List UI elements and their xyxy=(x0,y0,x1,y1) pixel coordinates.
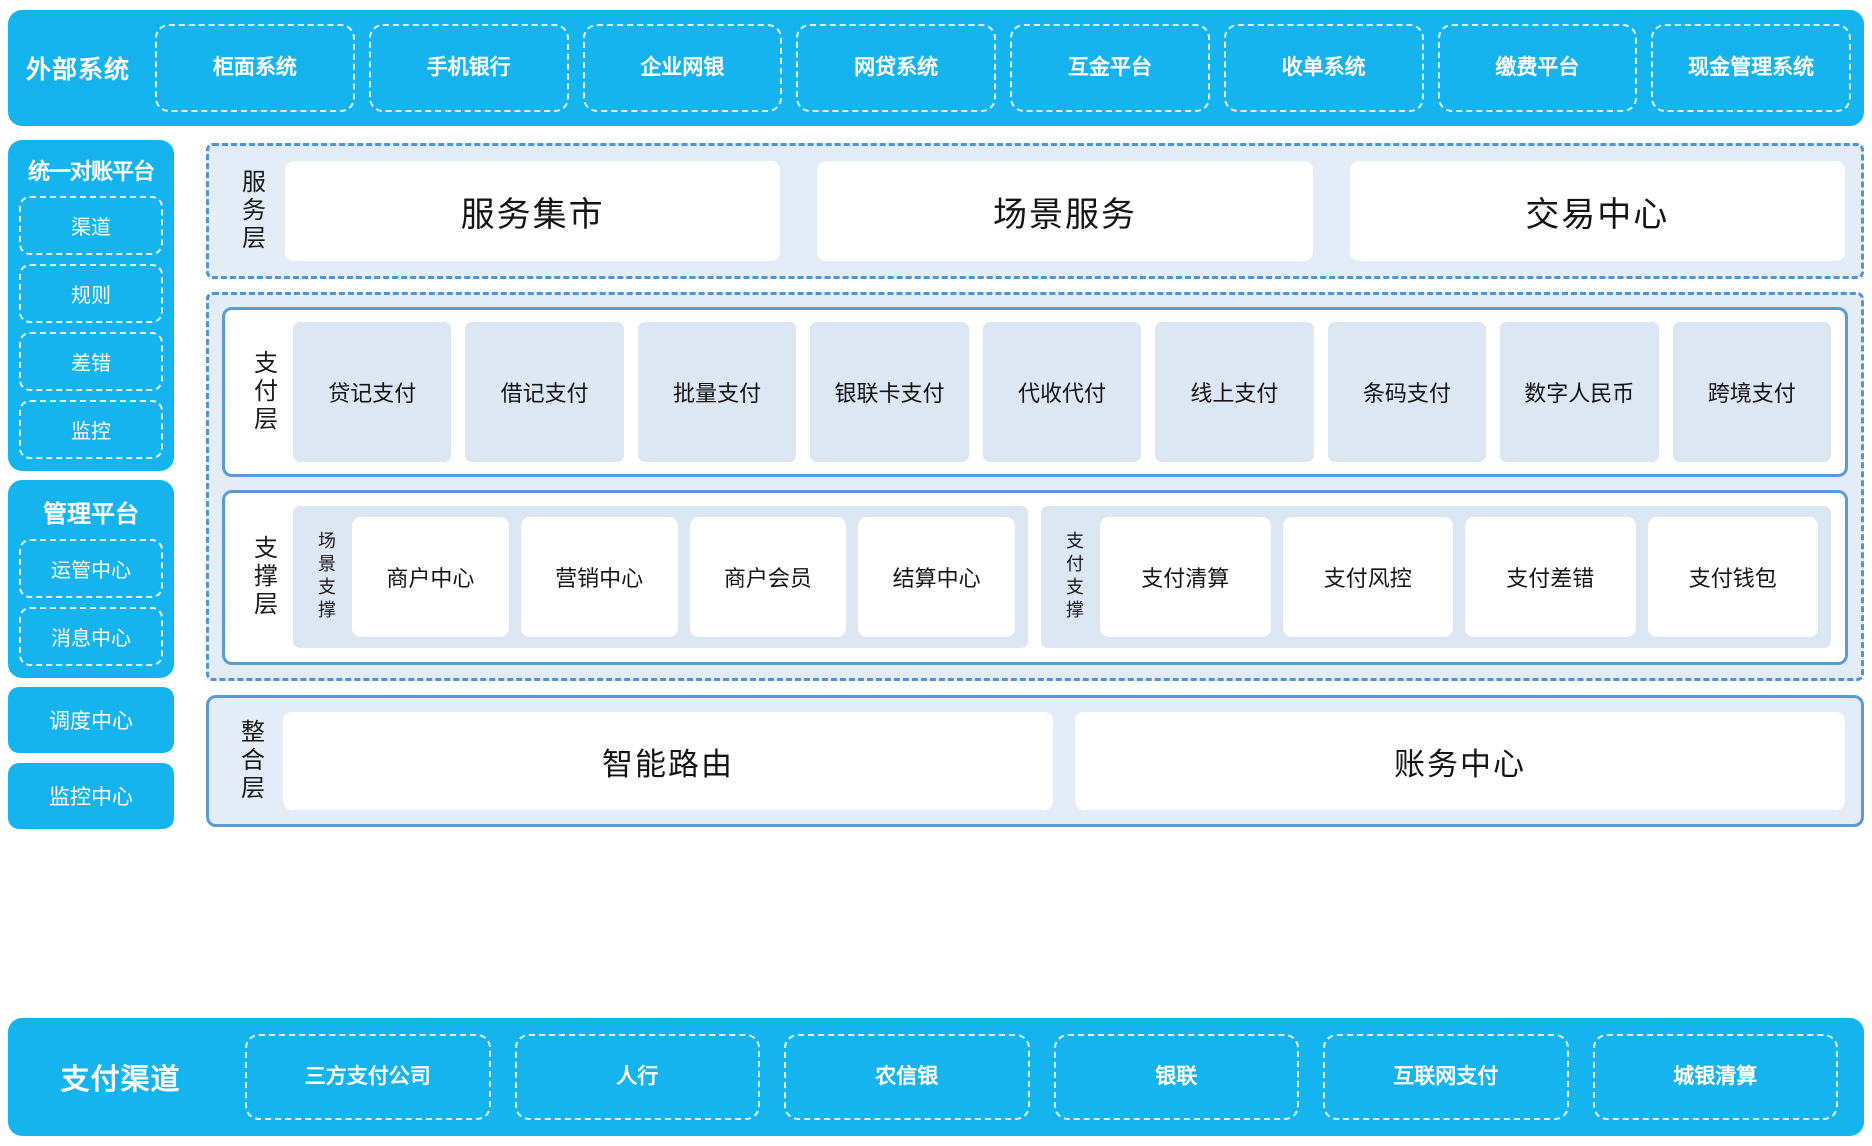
reconciliation-platform-group: 统一对账平台 渠道 规则 差错 监控 xyxy=(8,140,174,471)
support-layer-label: 支撑层 xyxy=(249,535,277,619)
integration-layer: 整合层 智能路由 账务中心 xyxy=(206,695,1864,827)
service-layer-items: 服务集市 场景服务 交易中心 xyxy=(277,161,1845,261)
external-system-chip[interactable]: 网贷系统 xyxy=(796,24,996,112)
payment-channel-chip[interactable]: 城银清算 xyxy=(1592,1034,1838,1120)
integration-layer-items: 智能路由 账务中心 xyxy=(275,712,1845,810)
sidebar-item-message-center[interactable]: 消息中心 xyxy=(19,607,163,666)
service-card-transaction-center[interactable]: 交易中心 xyxy=(1349,161,1845,261)
support-card-payment-clearing[interactable]: 支付清算 xyxy=(1100,517,1271,637)
payment-support-items: 支付清算 支付风控 支付差错 支付钱包 xyxy=(1094,517,1818,637)
payment-card-online[interactable]: 线上支付 xyxy=(1155,322,1314,462)
payment-card-unionpay[interactable]: 银联卡支付 xyxy=(810,322,969,462)
service-card-scenario[interactable]: 场景服务 xyxy=(817,161,1313,261)
payment-channels-title: 支付渠道 xyxy=(60,1064,181,1096)
payment-layer: 支付层 贷记支付 借记支付 批量支付 银联卡支付 代收代付 线上支付 条码支付 … xyxy=(222,307,1848,477)
support-card-payment-wallet[interactable]: 支付钱包 xyxy=(1647,517,1818,637)
external-system-chip[interactable]: 企业网银 xyxy=(582,24,783,112)
payment-layer-items: 贷记支付 借记支付 批量支付 银联卡支付 代收代付 线上支付 条码支付 数字人民… xyxy=(287,322,1831,462)
integration-card-smart-routing[interactable]: 智能路由 xyxy=(283,712,1053,810)
support-card-settlement-center[interactable]: 结算中心 xyxy=(858,517,1015,637)
payment-channel-chip[interactable]: 互联网支付 xyxy=(1323,1034,1569,1120)
sidebar-item-rule[interactable]: 规则 xyxy=(19,264,163,323)
payment-support-group: 支付支撑 支付清算 支付风控 支付差错 支付钱包 xyxy=(1041,506,1831,648)
sidebar-item-channel[interactable]: 渠道 xyxy=(19,196,163,255)
sidebar-item-error[interactable]: 差错 xyxy=(19,332,163,391)
core-platform-wrapper: 支付层 贷记支付 借记支付 批量支付 银联卡支付 代收代付 线上支付 条码支付 … xyxy=(206,292,1864,681)
payment-channel-chip[interactable]: 银联 xyxy=(1053,1034,1299,1120)
scenario-support-items: 商户中心 营销中心 商户会员 结算中心 xyxy=(346,517,1015,637)
integration-card-accounting-center[interactable]: 账务中心 xyxy=(1075,712,1845,810)
external-systems-items: 柜面系统 手机银行 企业网银 网贷系统 互金平台 收单系统 缴费平台 现金管理系… xyxy=(148,10,1864,126)
payment-channels-items: 三方支付公司 人行 农信银 银联 互联网支付 城银清算 xyxy=(233,1018,1864,1136)
external-system-chip[interactable]: 互金平台 xyxy=(1010,24,1210,112)
external-system-chip[interactable]: 缴费平台 xyxy=(1437,24,1638,112)
external-systems-title: 外部系统 xyxy=(25,56,130,84)
service-layer: 服务层 服务集市 场景服务 交易中心 xyxy=(206,143,1864,279)
sidebar-item-scheduling-center[interactable]: 调度中心 xyxy=(8,687,174,753)
payment-channel-chip[interactable]: 农信银 xyxy=(784,1034,1030,1120)
support-card-payment-risk[interactable]: 支付风控 xyxy=(1282,517,1453,637)
external-systems-bar: 外部系统 柜面系统 手机银行 企业网银 网贷系统 互金平台 收单系统 缴费平台 … xyxy=(8,10,1864,126)
support-card-payment-error[interactable]: 支付差错 xyxy=(1465,517,1636,637)
payment-channel-chip[interactable]: 人行 xyxy=(514,1034,760,1120)
payment-card-collection-payment[interactable]: 代收代付 xyxy=(982,322,1142,462)
payment-card-cross-border[interactable]: 跨境支付 xyxy=(1672,322,1831,462)
service-layer-label: 服务层 xyxy=(237,169,265,253)
support-layer: 支撑层 场景支撑 商户中心 营销中心 商户会员 结算中心 支付支撑 xyxy=(222,490,1848,665)
payment-channel-chip[interactable]: 三方支付公司 xyxy=(245,1034,491,1120)
management-platform-group: 管理平台 运管中心 消息中心 xyxy=(8,480,174,678)
payment-support-label: 支付支撑 xyxy=(1064,531,1084,623)
service-card-marketplace[interactable]: 服务集市 xyxy=(285,161,781,261)
support-card-marketing-center[interactable]: 营销中心 xyxy=(520,517,678,637)
reconciliation-platform-title: 统一对账平台 xyxy=(27,159,155,184)
external-system-chip[interactable]: 手机银行 xyxy=(368,24,569,112)
integration-layer-label: 整合层 xyxy=(236,719,264,803)
external-system-chip[interactable]: 收单系统 xyxy=(1223,24,1424,112)
support-card-merchant-member[interactable]: 商户会员 xyxy=(689,517,847,637)
payment-card-digital-rmb[interactable]: 数字人民币 xyxy=(1500,322,1659,462)
support-card-merchant-center[interactable]: 商户中心 xyxy=(352,517,509,637)
external-system-chip[interactable]: 现金管理系统 xyxy=(1651,24,1851,112)
scenario-support-group: 场景支撑 商户中心 营销中心 商户会员 结算中心 xyxy=(293,506,1028,648)
external-system-chip[interactable]: 柜面系统 xyxy=(155,24,355,112)
payment-card-barcode[interactable]: 条码支付 xyxy=(1327,322,1487,462)
payment-card-debit[interactable]: 借记支付 xyxy=(465,322,624,462)
support-layer-groups: 场景支撑 商户中心 营销中心 商户会员 结算中心 支付支撑 支付清算 支付风控 xyxy=(287,506,1831,648)
payment-card-batch[interactable]: 批量支付 xyxy=(637,322,797,462)
payment-card-credit[interactable]: 贷记支付 xyxy=(293,322,452,462)
sidebar-item-operations-center[interactable]: 运管中心 xyxy=(19,539,163,598)
left-sidebar: 统一对账平台 渠道 规则 差错 监控 管理平台 运管中心 消息中心 调度中心 监… xyxy=(8,140,174,839)
sidebar-item-monitoring-center[interactable]: 监控中心 xyxy=(8,763,174,829)
management-platform-title: 管理平台 xyxy=(43,501,139,528)
sidebar-item-monitor[interactable]: 监控 xyxy=(19,400,163,459)
main-column: 服务层 服务集市 场景服务 交易中心 支付层 贷记支付 借记支付 批量支付 银联… xyxy=(206,143,1864,827)
payment-layer-label: 支付层 xyxy=(249,350,277,434)
payment-channels-bar: 支付渠道 三方支付公司 人行 农信银 银联 互联网支付 城银清算 xyxy=(8,1018,1864,1136)
scenario-support-label: 场景支撑 xyxy=(316,531,336,623)
